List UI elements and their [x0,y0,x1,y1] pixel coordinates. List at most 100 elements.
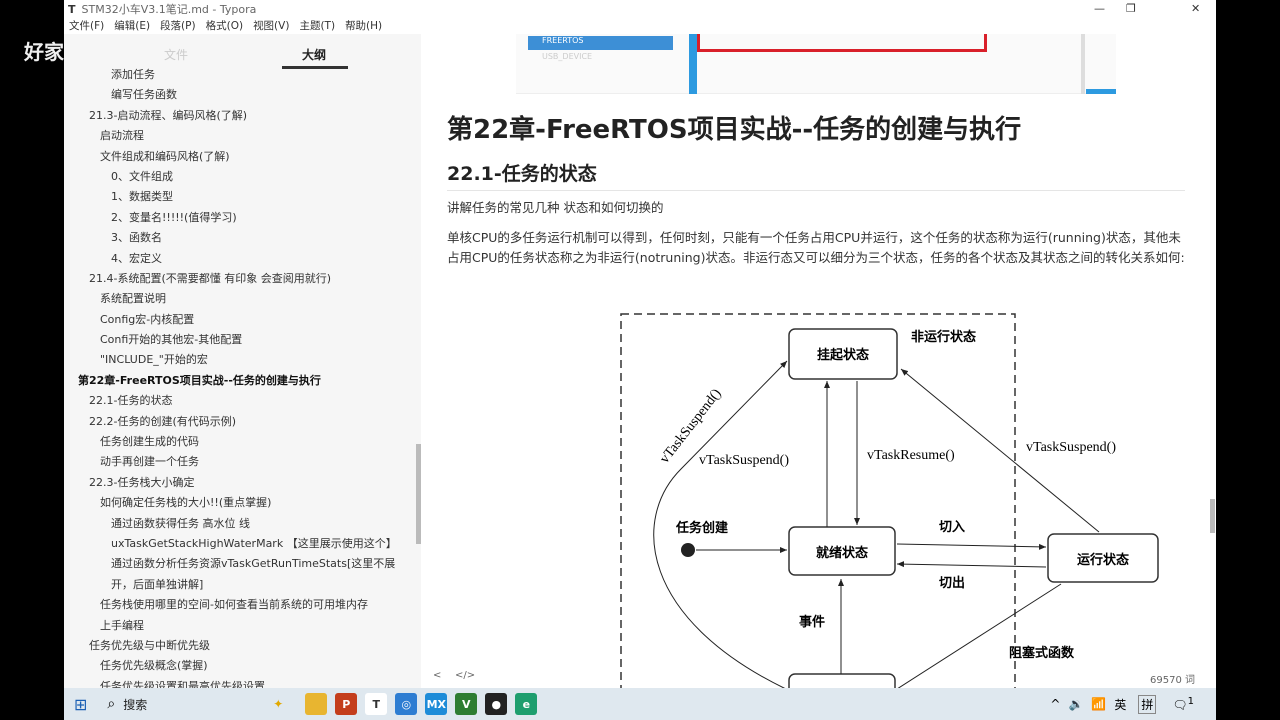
source-mode-button[interactable]: </> [455,670,476,681]
input-lang[interactable]: 英 [1114,697,1127,712]
keil-icon[interactable]: V [455,693,478,715]
tab-files[interactable]: 文件 [164,48,189,62]
app-icon: T [68,2,76,16]
obs-icon[interactable]: ● [485,693,508,715]
menu-edit[interactable]: 编辑(E) [114,20,151,32]
suspend-label-right: vTaskSuspend() [1026,440,1116,455]
outline-list: 添加任务编写任务函数 21.3-启动流程、编码风格(了解) 启动流程文件组成和编码风… [64,65,421,688]
outline-item[interactable]: 第22章-FreeRTOS项目实战--任务的创建与执行 [78,373,321,387]
running-state-box [1047,533,1159,583]
outline-item[interactable]: 任务优先级与中断优先级 [89,638,210,652]
not-running-label: 非运行状态 [911,329,976,345]
outline-item[interactable]: 2、变量名!!!!!(值得学习) [111,210,237,224]
suspend-label-middle: vTaskSuspend() [699,453,789,468]
switch-out-label: 切出 [939,575,965,591]
task-state-diagram: 挂起状态 非运行状态 就绪状态 运行状态 任务创建 vTaskSuspend()… [620,313,1159,688]
outline-item[interactable]: 启动流程 [100,129,144,143]
outline-item[interactable]: 通过函数获得任务 高水位 线 [111,516,250,530]
paragraph-body: 单核CPU的多任务运行机制可以得到，任何时刻，只能有一个任务占用CPU并运行，这… [447,230,1185,265]
network-icon[interactable]: 📶 [1091,697,1107,711]
outline-item[interactable]: 添加任务 [111,68,155,81]
content-scrollbar[interactable] [1210,499,1215,533]
outline-item[interactable]: 编写任务函数 [111,88,177,102]
outline-item[interactable]: 21.3-启动流程、编码风格(了解) [89,108,248,122]
sparkle-icon: ✦ [273,697,284,711]
minimize-button[interactable]: — [1094,2,1105,15]
outline-item[interactable]: "INCLUDE_"开始的宏 [100,353,208,367]
outline-item[interactable]: 上手编程 [100,618,144,632]
menu-file[interactable]: 文件(F) [69,20,105,32]
menu-format[interactable]: 格式(O) [205,20,244,32]
task-create-label: 任务创建 [675,520,728,536]
sidebar-scrollbar[interactable] [416,444,421,544]
outline-item[interactable]: 任务创建生成的代码 [100,435,199,449]
video-watermark: 好家 [24,40,64,64]
outline-item[interactable]: 开，后面单独讲解] [111,577,204,591]
outline-item[interactable]: uxTaskGetStackHighWaterMark 【这里展示使用这个】 [111,536,397,550]
suspended-state-label: 挂起状态 [817,347,869,363]
start-dot [681,543,695,557]
typora-window: T STM32小车V3.1笔记.md - Typora — ❐ ✕ 文件(F) … [64,0,1216,688]
outline-item[interactable]: 22.1-任务的状态 [89,394,173,408]
outline-item[interactable]: 3、函数名 [111,231,162,245]
running-state-label: 运行状态 [1077,552,1129,568]
ready-state-label: 就绪状态 [816,545,868,561]
window-title: STM32小车V3.1笔记.md - Typora [81,3,257,16]
outline-item[interactable]: 任务栈使用哪里的空间-如何查看当前系统的可用堆内存 [100,598,368,612]
top-image: FREERTOS USB_DEVICE [516,34,1116,94]
file-explorer-icon[interactable] [305,693,328,715]
notification-icon[interactable]: 🗨1 [1172,696,1194,712]
menu-theme[interactable]: 主题(T) [299,20,336,32]
outline-item[interactable]: Confi开始的其他宏-其他配置 [100,333,243,347]
tab-underline [282,66,348,69]
search-icon[interactable]: ⌕ [107,696,116,712]
outline-item[interactable]: 系统配置说明 [100,292,166,306]
outline-item[interactable]: 22.3-任务栈大小确定 [89,475,195,489]
menu-help[interactable]: 帮助(H) [345,20,383,32]
restore-button[interactable]: ❐ [1126,2,1136,15]
mx-icon[interactable]: MX [425,693,448,715]
editor-content: FREERTOS USB_DEVICE 第22章-FreeRTOS项目实战--任… [421,34,1216,688]
typora-icon[interactable]: T [365,693,388,715]
resume-label: vTaskResume() [867,448,955,463]
outline-item[interactable]: 通过函数分析任务资源vTaskGetRunTimeStats[这里不展 [111,557,396,571]
taskbar: ⊞ ⌕ 搜索 ✦ P T ◎ MX V ● e ^ 🔉 📶 英 拼 🗨1 [64,688,1216,720]
outline-item[interactable]: 任务优先级概念(掌握) [100,659,208,673]
outline-item[interactable]: 4、宏定义 [111,251,162,265]
outline-item[interactable]: 动手再创建一个任务 [100,455,199,469]
outline-item[interactable]: 0、文件组成 [111,169,173,183]
outline-item[interactable]: 1、数据类型 [111,190,173,204]
blocking-func-label: 阻塞式函数 [1009,645,1075,661]
outline-item[interactable]: 任务优先级设置和最高优先级设置 [100,679,265,688]
windows-start-icon[interactable]: ⊞ [74,694,88,714]
close-button[interactable]: ✕ [1191,2,1201,15]
outline-item[interactable]: 文件组成和编码风格(了解) [100,149,230,163]
word-count[interactable]: 69570 词 [1150,675,1195,686]
paragraph-intro: 讲解任务的常见几种 状态和如何切换的 [447,200,664,215]
status-footer: < </> 69570 词 [421,666,1216,688]
nav-back-button[interactable]: < [433,670,442,681]
taskbar-search[interactable]: 搜索 [123,697,148,712]
switch-in-label: 切入 [939,520,965,535]
volume-icon[interactable]: 🔉 [1068,697,1084,711]
tray-expand-icon[interactable]: ^ [1050,697,1061,711]
outline-item[interactable]: 22.2-任务的创建(有代码示例) [89,414,237,428]
outline-item[interactable]: 如何确定任务栈的大小!!(重点掌握) [100,496,272,510]
notification-count: 1 [1187,696,1194,707]
powerpoint-icon[interactable]: P [335,693,358,715]
outline-item[interactable]: 21.4-系统配置(不需要都懂 有印象 会查阅用就行) [89,271,332,285]
suspended-state-box [788,328,898,380]
menu-view[interactable]: 视图(V) [253,20,290,32]
image-label: FREERTOS [528,36,673,50]
section-heading: 22.1-任务的状态 [447,159,1185,191]
ready-state-box [788,526,896,576]
app-icon-blue[interactable]: ◎ [395,693,418,715]
tab-outline[interactable]: 大纲 [301,48,326,62]
menu-paragraph[interactable]: 段落(P) [160,20,196,32]
outline-item[interactable]: Config宏-内核配置 [100,312,195,326]
chapter-heading: 第22章-FreeRTOS项目实战--任务的创建与执行 [447,115,1022,145]
edge-icon[interactable]: e [515,693,538,715]
menu-bar: 文件(F) 编辑(E) 段落(P) 格式(O) 视图(V) 主题(T) 帮助(H… [64,18,1216,34]
sidebar: 文件 大纲 添加任务编写任务函数 21.3-启动流程、编码风格(了解) 启动流程文件… [64,34,421,688]
ime-mode[interactable]: 拼 [1138,694,1157,714]
